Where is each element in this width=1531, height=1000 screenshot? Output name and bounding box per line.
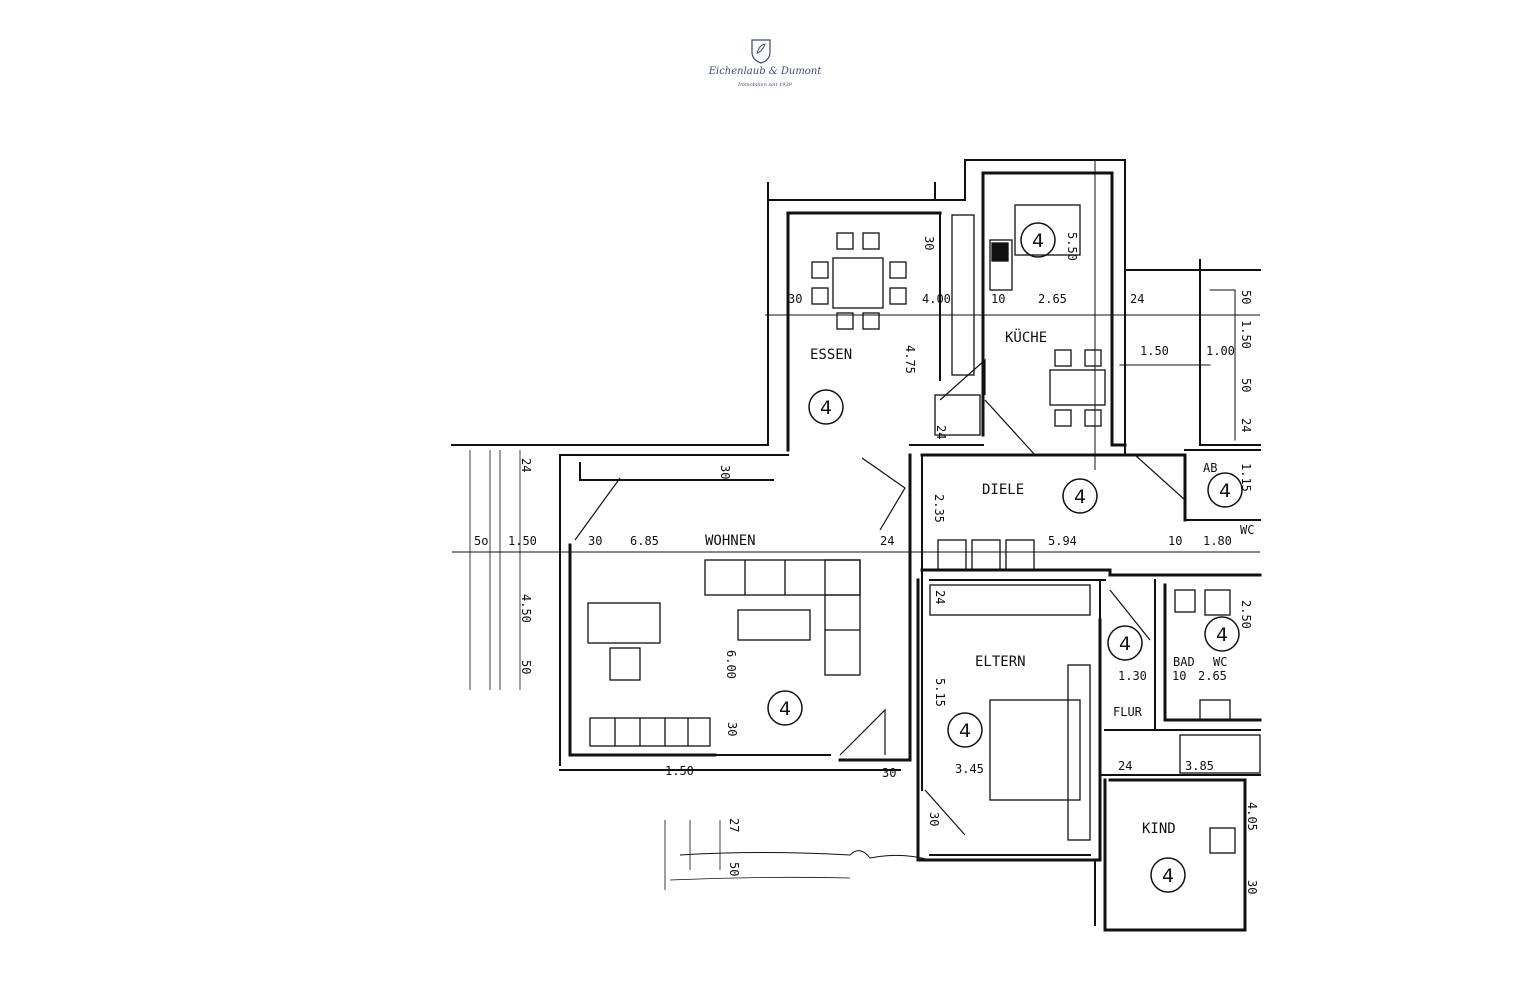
- room-marker-diele: [1062, 478, 1098, 514]
- dim-text: 6.00: [724, 650, 738, 679]
- room-marker-bad: [1204, 616, 1240, 652]
- dim-text: 4.75: [903, 345, 917, 374]
- dim-text: 6.85: [630, 534, 659, 548]
- logo-tagline: Immobilien seit 1929: [738, 82, 792, 88]
- marker-text: 4: [1119, 633, 1131, 655]
- dim-text: 1.50: [1239, 320, 1253, 349]
- room-label-kueche: KÜCHE: [1005, 328, 1047, 346]
- marker-text: 4: [1162, 865, 1174, 887]
- dim-text: 50: [727, 862, 741, 876]
- dim-text: 5.15: [933, 678, 947, 707]
- room-marker-essen: [808, 389, 844, 425]
- dim-text: 1.80: [1203, 534, 1232, 548]
- dim-text: 1.50: [1140, 344, 1169, 358]
- room-label-flur: FLUR: [1113, 705, 1143, 719]
- room-label-diele: DIELE: [982, 482, 1024, 498]
- dim-text: 4.05: [1245, 802, 1259, 831]
- dim-text: 30: [922, 236, 936, 250]
- dim-text: 4.50: [519, 594, 533, 623]
- dim-text: 1.30: [1118, 669, 1147, 683]
- dim-text: 4.00: [922, 292, 951, 306]
- dim-text: 30: [725, 722, 739, 736]
- room-marker-flur: [1107, 625, 1143, 661]
- dim-text: 5.50: [1065, 232, 1079, 261]
- room-label-kind: KIND: [1142, 821, 1176, 837]
- room-labels: ESSEN KÜCHE DIELE WOHNEN ELTERN KIND FLU…: [705, 328, 1254, 837]
- dim-text: 1.50: [508, 534, 537, 548]
- logo-brand-text: Eichenlaub & Dumont: [708, 66, 822, 77]
- dim-text: 2.65: [1038, 292, 1067, 306]
- marker-text: 4: [1032, 230, 1044, 252]
- marker-text: 4: [820, 397, 832, 419]
- plan-furniture: [469, 204, 1261, 890]
- room-marker-kind: [1150, 857, 1186, 893]
- room-marker-labels: 4 4 4 4 4 4 4 4 4: [779, 230, 1231, 887]
- plan-doors: [574, 358, 1186, 836]
- plan-axis-lines: [452, 160, 1260, 553]
- dim-text: 24: [519, 458, 533, 472]
- dim-text: 24: [933, 590, 947, 604]
- room-label-eltern: ELTERN: [975, 654, 1026, 670]
- dim-text: 3.45: [955, 762, 984, 776]
- dimension-labels: 30 30 4.00 4.75 5.50 10 2.65 24 1.50 1.0…: [474, 232, 1259, 894]
- dim-text: 2.65: [1198, 669, 1227, 683]
- room-marker-wc: [1207, 472, 1243, 508]
- dim-text: 10: [1172, 669, 1186, 683]
- dim-text: 50: [519, 660, 533, 674]
- plan-walls: [451, 159, 1262, 932]
- marker-text: 4: [959, 720, 971, 742]
- dim-text: 10: [1168, 534, 1182, 548]
- company-logo: Eichenlaub & Dumont Immobilien seit 1929: [690, 38, 840, 98]
- crest-icon: [751, 39, 771, 64]
- dim-text: 30: [1245, 880, 1259, 894]
- dim-text: 2.50: [1239, 600, 1253, 629]
- marker-text: 4: [1074, 486, 1086, 508]
- dim-text: 10: [991, 292, 1005, 306]
- marker-text: 4: [1219, 480, 1231, 502]
- room-label-essen: ESSEN: [810, 347, 852, 363]
- room-label-bad: BAD: [1173, 655, 1195, 669]
- dim-text: 24: [1118, 759, 1132, 773]
- dim-text: 5o: [474, 534, 488, 548]
- room-marker-eltern: [947, 712, 983, 748]
- dim-text: 50: [1239, 378, 1253, 392]
- dim-text: 2.35: [932, 494, 946, 523]
- dim-text: 27: [727, 818, 741, 832]
- dim-text: 30: [882, 766, 896, 780]
- dim-text: 24: [880, 534, 894, 548]
- dim-text: 5.94: [1048, 534, 1077, 548]
- room-marker-wohnen: [767, 690, 803, 726]
- room-label-wohnen: WOHNEN: [705, 533, 756, 549]
- dim-text: 1.15: [1239, 463, 1253, 492]
- dim-text: 1.50: [665, 764, 694, 778]
- dim-text: 30: [588, 534, 602, 548]
- dim-text: 24: [934, 425, 948, 439]
- dim-text: 30: [718, 465, 732, 479]
- dim-text: 24: [1239, 418, 1253, 432]
- room-marker-kueche: [1020, 222, 1056, 258]
- dim-text: 50: [1239, 290, 1253, 304]
- dim-text: 30: [788, 292, 802, 306]
- room-markers: [767, 222, 1243, 893]
- marker-text: 4: [1216, 624, 1228, 646]
- dim-text: 24: [1130, 292, 1144, 306]
- room-label-ab: AB: [1203, 461, 1217, 475]
- room-label-wc2: WC: [1240, 523, 1254, 537]
- room-label-wc: WC: [1213, 655, 1227, 669]
- dim-text: 30: [927, 812, 941, 826]
- dim-text: 3.85: [1185, 759, 1214, 773]
- dim-text: 1.00: [1206, 344, 1235, 358]
- marker-text: 4: [779, 698, 791, 720]
